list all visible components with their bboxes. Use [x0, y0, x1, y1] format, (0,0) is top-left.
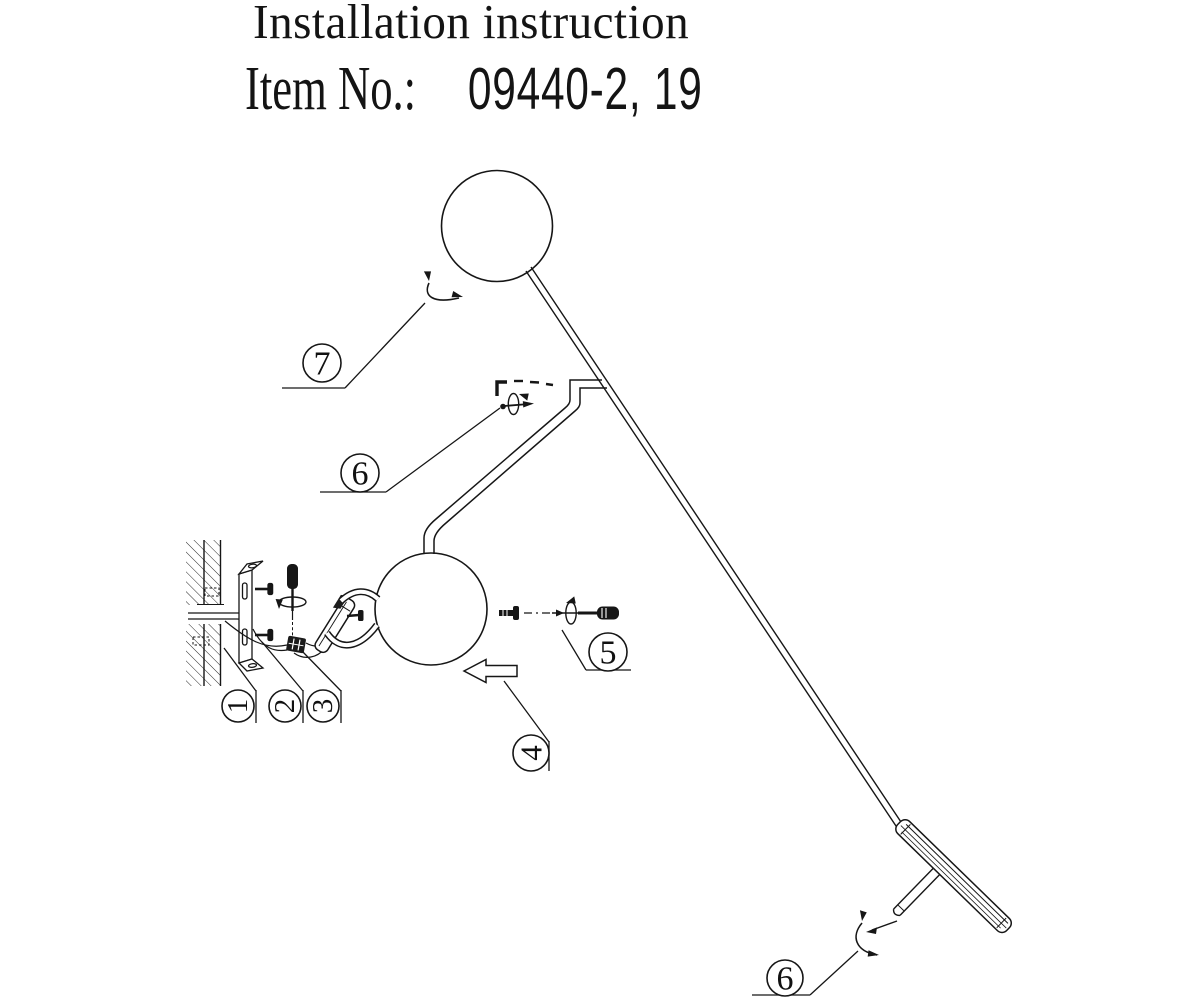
screwdriver-handle: [597, 606, 619, 620]
terminal-block: [286, 635, 306, 654]
wall-anchor: [204, 587, 220, 597]
direction-arrow-icon: [462, 658, 518, 684]
rotation-arrow-icon: [507, 392, 520, 416]
callout-number: 7: [314, 346, 331, 383]
callout-2-bracket: [268, 689, 302, 723]
item-number-row: Item No.: 09440-2, 19: [245, 58, 703, 120]
bracket-screw: [255, 628, 274, 642]
wall: [186, 540, 252, 686]
joint-screw-detail: [495, 379, 554, 416]
item-number-label: Item No.:: [245, 55, 417, 123]
adjust-knob: [892, 867, 941, 917]
locking-screw-detail: [499, 596, 619, 625]
lamp-globe-lower: [374, 552, 488, 666]
lamp-globe-upper: [440, 169, 554, 283]
arm-screw: [346, 610, 364, 621]
hinge-arm: [314, 588, 381, 654]
callout-number: 1: [222, 699, 254, 714]
arm-tube-upper: [338, 588, 381, 604]
callout-number: 4: [514, 745, 549, 761]
arm-tube-lower: [324, 622, 380, 649]
callout-3-terminal-block: [306, 689, 340, 723]
callout-number: 2: [269, 699, 301, 714]
bent-support-tube: [423, 379, 607, 554]
wall-anchor: [192, 636, 210, 646]
callout-number: 6: [352, 456, 369, 493]
callout-6-counterweight: [766, 959, 804, 997]
callout-5-locking-screw: [588, 632, 628, 672]
screwdriver-icon: [552, 596, 619, 625]
mounting-bracket: [237, 560, 274, 672]
counterweight: [855, 818, 1013, 957]
bracket-screw: [255, 582, 274, 596]
rotation-arrow-icon: [423, 271, 463, 301]
screwdriver-handle: [287, 564, 298, 589]
item-number-value: 09440-2, 19: [467, 56, 703, 122]
callout-7-globe: [302, 343, 342, 383]
callout-number: 6: [777, 961, 794, 998]
callout-leader-lines: [223, 302, 859, 996]
rotation-arrow-icon: [855, 910, 898, 957]
long-rod: [525, 266, 904, 830]
screw-icon: [499, 606, 519, 620]
connection-wires: [224, 620, 332, 658]
callout-1-wall: [221, 689, 255, 723]
callout-number: 5: [600, 635, 617, 672]
screwdriver-icon: [275, 564, 307, 636]
callout-4-lamp-body: [512, 734, 550, 772]
callout-6-joint-screw: [340, 453, 380, 493]
page-title: Installation instruction: [253, 0, 690, 49]
callout-number: 3: [307, 699, 339, 714]
callouts: 1 2 3 4 5 6 7 6: [221, 302, 859, 998]
